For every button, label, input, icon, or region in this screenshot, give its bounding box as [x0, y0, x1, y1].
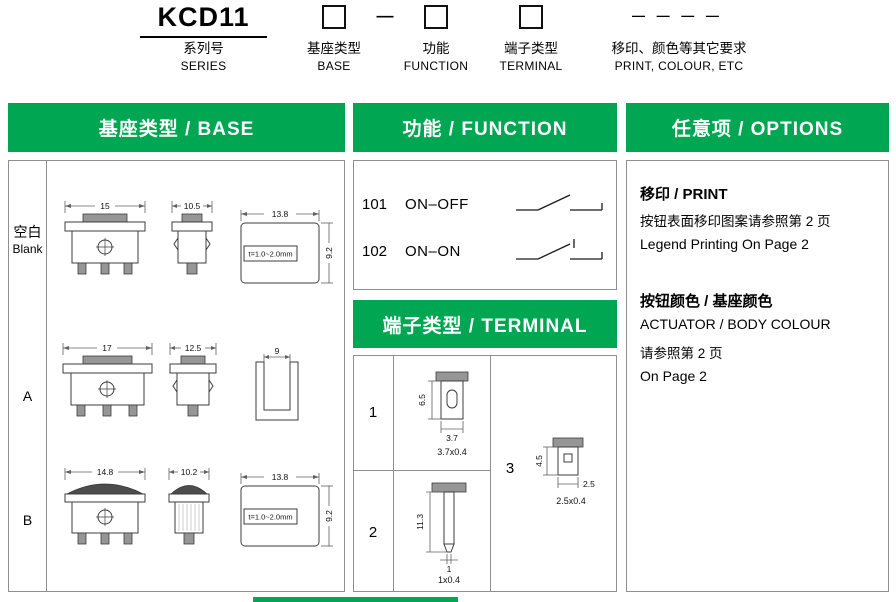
terminal-2-width-dim: 1 — [447, 564, 452, 574]
type-a-front-view-drawing: 17 — [62, 343, 153, 417]
terminal-number-3: 3 — [505, 460, 515, 477]
blank-panel-thickness-label: t=1.0~2.0mm — [248, 250, 292, 259]
base-table — [8, 160, 345, 592]
base-code-label: 基座类型 BASE — [296, 40, 372, 74]
series-label-en: SERIES — [180, 59, 227, 73]
base-table-divider — [46, 160, 47, 592]
options-code-label-cn: 移印、颜色等其它要求 — [611, 41, 747, 56]
type-a-side-width-dim: 12.5 — [185, 343, 202, 353]
terminal-divider-1 — [393, 355, 394, 592]
type-a-cover-width-dim: 9 — [275, 346, 280, 356]
options-print-note-en: Legend Printing On Page 2 — [640, 236, 809, 252]
type-a-front-width-dim: 17 — [102, 343, 112, 353]
terminal-code-label-en: TERMINAL — [499, 59, 563, 73]
terminal-2-spec-label: 1x0.4 — [438, 575, 460, 585]
options-colour-title: 按钮颜色 / 基座颜色 — [640, 293, 773, 310]
base-row-label-blank: 空白 Blank — [9, 224, 46, 258]
terminal-divider-2 — [490, 355, 491, 592]
options-code-label-en: PRINT, COLOUR, ETC — [614, 59, 744, 73]
terminal-1-width-dim: 3.7 — [446, 433, 458, 443]
type-b-front-width-dim: 14.8 — [97, 467, 114, 477]
options-colour-note-en: ACTUATOR / BODY COLOUR — [640, 316, 831, 332]
terminal-3-drawing: 4.5 2.5 2.5x0.4 — [534, 437, 595, 506]
options-code-label: 移印、颜色等其它要求 PRINT, COLOUR, ETC — [598, 40, 760, 74]
type-b-side-view-drawing: 10.2 — [168, 467, 210, 545]
terminal-1-drawing: 6.5 3.7 3.7x0.4 — [417, 371, 469, 457]
base-row-label-a: A — [22, 388, 33, 404]
base-row-label-b: B — [22, 512, 33, 528]
series-label: 系列号 SERIES — [140, 40, 267, 74]
terminal-3-height-dim: 4.5 — [534, 455, 544, 467]
blank-cutout-height-dim: 9.2 — [324, 247, 334, 259]
options-colour-page: On Page 2 — [640, 368, 707, 384]
type-b-panel-cutout-drawing: 13.8 9.2 t=1.0~2.0mm — [240, 472, 334, 547]
terminal-divider-3 — [353, 470, 490, 471]
function-table — [353, 160, 617, 290]
spdt-on-on-symbol — [516, 239, 603, 260]
function-code-label: 功能 FUNCTION — [394, 40, 478, 74]
type-b-cutout-height-dim: 9.2 — [324, 510, 334, 522]
type-a-side-view-drawing: 12.5 — [169, 343, 217, 417]
function-code-box — [424, 5, 448, 29]
function-name-102: ON–ON — [405, 243, 461, 260]
blank-front-view-drawing: 15 — [64, 201, 146, 275]
terminal-table — [353, 355, 617, 592]
spst-on-off-symbol — [516, 194, 603, 211]
terminal-code-box — [519, 5, 543, 29]
type-b-panel-thickness-label: t=1.0~2.0mm — [248, 513, 292, 522]
terminal-3-width-dim: 2.5 — [583, 479, 595, 489]
function-name-101: ON–OFF — [405, 196, 469, 213]
terminal-1-height-dim: 6.5 — [417, 394, 427, 406]
terminal-2-drawing: 11.3 1 1x0.4 — [415, 482, 467, 585]
function-section-header: 功能 / FUNCTION — [353, 103, 617, 152]
terminal-section-header: 端子类型 / TERMINAL — [353, 300, 617, 348]
next-section-edge — [253, 597, 458, 602]
base-code-box — [322, 5, 346, 29]
terminal-3-spec-label: 2.5x0.4 — [556, 496, 586, 506]
terminal-number-2: 2 — [368, 524, 378, 541]
options-colour-note-cn: 请参照第 2 页 — [640, 346, 723, 361]
terminal-2-height-dim: 11.3 — [415, 514, 425, 530]
terminal-1-spec-label: 3.7x0.4 — [437, 447, 467, 457]
base-row-label-blank-en: Blank — [12, 242, 43, 256]
function-code-label-en: FUNCTION — [403, 59, 469, 73]
function-code-label-cn: 功能 — [422, 41, 450, 56]
type-b-side-width-dim: 10.2 — [181, 467, 198, 477]
options-panel — [626, 160, 889, 592]
base-code-label-en: BASE — [317, 59, 351, 73]
options-code-dashes: — — — — — [632, 8, 723, 23]
options-print-note-cn: 按钮表面移印图案请参照第 2 页 — [640, 214, 831, 229]
terminal-code-label: 端子类型 TERMINAL — [489, 40, 573, 74]
type-b-front-view-drawing: 14.8 — [64, 467, 146, 545]
base-row-label-blank-cn: 空白 — [13, 224, 42, 240]
options-section-header: 任意项 / OPTIONS — [626, 103, 889, 152]
blank-cutout-width-dim: 13.8 — [272, 209, 289, 219]
series-label-cn: 系列号 — [183, 41, 224, 56]
type-a-cover-drawing: 9 — [255, 346, 299, 421]
terminal-number-1: 1 — [368, 404, 378, 421]
series-model-title: KCD11 — [140, 2, 267, 38]
blank-side-width-dim: 10.5 — [184, 201, 201, 211]
type-b-cutout-width-dim: 13.8 — [272, 472, 289, 482]
blank-front-width-dim: 15 — [100, 201, 110, 211]
function-code-101: 101 — [362, 196, 388, 213]
base-code-label-cn: 基座类型 — [307, 41, 361, 56]
blank-side-view-drawing: 10.5 — [171, 201, 213, 275]
options-print-title: 移印 / PRINT — [640, 186, 728, 203]
function-code-102: 102 — [362, 243, 388, 260]
terminal-code-label-cn: 端子类型 — [504, 41, 558, 56]
blank-panel-cutout-drawing: 13.8 9.2 t=1.0~2.0mm — [240, 209, 334, 284]
base-section-header: 基座类型 / BASE — [8, 103, 345, 152]
code-separator: — — [376, 6, 394, 25]
